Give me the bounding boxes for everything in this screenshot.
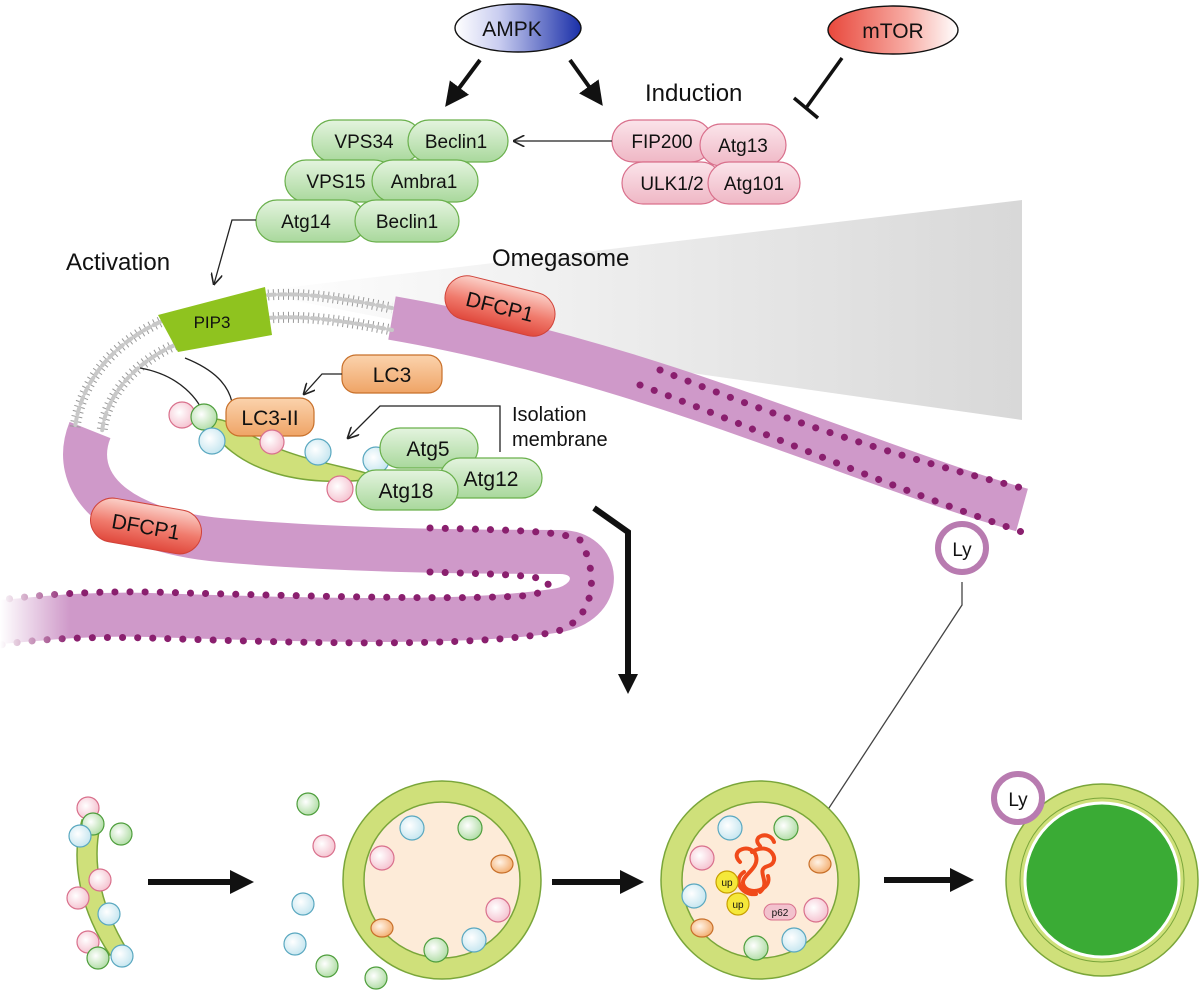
ubiquitin-1: up bbox=[721, 878, 733, 889]
p62-label: p62 bbox=[772, 908, 789, 919]
beclin1-bottom-label: Beclin1 bbox=[376, 212, 438, 233]
progression-down-arrow bbox=[592, 505, 638, 694]
lysosome-fused: Ly bbox=[991, 771, 1045, 825]
lc3-label: LC3 bbox=[373, 364, 412, 387]
ampk-to-ulk-arrow bbox=[568, 58, 603, 106]
dfcp1-lower: DFCP1 bbox=[90, 497, 202, 555]
atg18-label: Atg18 bbox=[379, 480, 434, 503]
svg-text:Ly: Ly bbox=[952, 540, 972, 561]
vps15-label: VPS15 bbox=[306, 172, 365, 193]
atg14-label: Atg14 bbox=[281, 212, 331, 233]
autophagosome-with-cargo: up up p62 bbox=[660, 780, 860, 980]
lysosome-fusion-arrow bbox=[808, 582, 963, 840]
free-vesicles bbox=[283, 792, 388, 990]
lc3-ii-label: LC3-II bbox=[241, 407, 298, 430]
atg14-to-pip3-arrow bbox=[214, 219, 256, 284]
omegasome-label: Omegasome bbox=[492, 245, 629, 272]
omegasome-cone bbox=[250, 200, 1022, 420]
lc3-arrow bbox=[304, 373, 342, 394]
svg-text:AMPK: AMPK bbox=[482, 18, 542, 41]
atg-conjugation-complex: Atg5 Atg12 Atg18 bbox=[355, 427, 543, 511]
isolation-membrane-label-1: Isolation bbox=[512, 404, 587, 426]
atg13-label: Atg13 bbox=[718, 136, 768, 157]
vps34-label: VPS34 bbox=[334, 132, 394, 153]
ambra1-label: Ambra1 bbox=[391, 172, 458, 193]
ubiquitin-2: up bbox=[732, 900, 744, 911]
lipid-bilayer bbox=[69, 288, 394, 434]
ampk-to-vps-arrow bbox=[445, 58, 482, 107]
induction-label: Induction bbox=[645, 80, 742, 107]
beclin1-top-label: Beclin1 bbox=[425, 132, 487, 153]
isolation-membrane-arrow bbox=[348, 405, 501, 452]
isolation-membrane-label-2: membrane bbox=[512, 429, 608, 451]
vps34-complex: VPS34 Beclin1 VPS15 Ambra1 Atg14 Beclin1 bbox=[255, 119, 509, 243]
ampk-node: AMPK bbox=[454, 3, 582, 53]
fip200-label: FIP200 bbox=[631, 132, 692, 153]
autophagosome bbox=[342, 780, 542, 980]
svg-text:Ly: Ly bbox=[1008, 790, 1028, 811]
mtor-inhibition bbox=[792, 56, 844, 120]
atg12-label: Atg12 bbox=[464, 468, 519, 491]
activation-label: Activation bbox=[66, 249, 170, 276]
mtor-node: mTOR bbox=[827, 5, 959, 55]
atg101-label: Atg101 bbox=[724, 174, 784, 195]
autolysosome bbox=[1005, 783, 1199, 977]
pip3-patch: PIP3 bbox=[158, 287, 272, 352]
atg5-label: Atg5 bbox=[406, 438, 449, 461]
svg-text:mTOR: mTOR bbox=[862, 20, 923, 43]
phagophore-stage bbox=[66, 796, 134, 970]
protein-aggregate bbox=[734, 833, 776, 897]
stage-arrow-2 bbox=[552, 870, 644, 894]
ulk-complex: FIP200 Atg13 ULK1/2 Atg101 bbox=[611, 119, 801, 205]
lc3-ii-node: LC3-II bbox=[168, 397, 315, 455]
stage-arrow-3 bbox=[884, 868, 974, 892]
ulk-label: ULK1/2 bbox=[640, 174, 703, 195]
dfcp1-upper: DFCP1 bbox=[444, 275, 556, 337]
pip3-label: PIP3 bbox=[194, 313, 231, 332]
lc3-node: LC3 bbox=[341, 354, 443, 394]
stage-arrow-1 bbox=[148, 870, 254, 894]
lysosome-right: Ly bbox=[935, 521, 989, 575]
